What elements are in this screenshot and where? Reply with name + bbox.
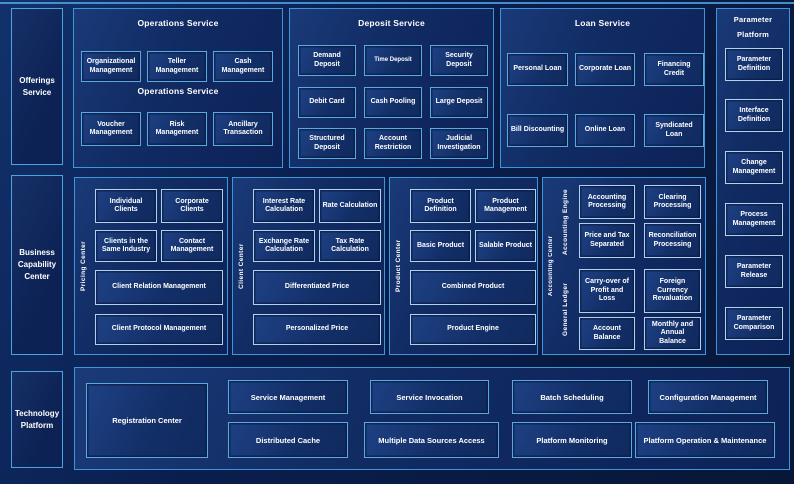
pricing-center-section: Pricing Center Individual Clients Corpor…	[74, 177, 228, 355]
loan-service-title: Loan Service	[574, 18, 631, 28]
box-personal-loan: Personal Loan	[507, 53, 568, 86]
box-contact-management: Contact Management	[161, 230, 223, 262]
general-ledger-vlabel: General Ledger	[561, 282, 569, 337]
box-distributed-cache: Distributed Cache	[228, 422, 348, 458]
box-corporate-clients: Corporate Clients	[161, 189, 223, 223]
pricing-center-vlabel: Pricing Center	[79, 240, 87, 292]
box-process-management: Process Management	[725, 203, 783, 236]
box-carry-over-profit-loss: Carry-over of Profit and Loss	[579, 269, 635, 313]
box-structured-deposit: Structured Deposit	[298, 128, 356, 159]
deposit-service-title: Deposit Service	[358, 18, 425, 28]
box-security-deposit: Security Deposit	[430, 45, 488, 76]
box-debit-card: Debit Card	[298, 87, 356, 118]
box-demand-deposit: Demand Deposit	[298, 45, 356, 76]
box-time-deposit: Time Deposit	[364, 45, 422, 76]
box-service-invocation: Service Invocation	[370, 380, 489, 414]
rail-offerings-label: Offerings Service	[19, 75, 55, 97]
client-center-section: Client Center Interest Rate Calculation …	[232, 177, 385, 355]
box-batch-scheduling: Batch Scheduling	[512, 380, 632, 414]
box-parameter-definition: Parameter Definition	[725, 48, 783, 81]
box-client-protocol-management: Client Protocol Management	[95, 314, 223, 345]
box-risk-management: Risk Management	[147, 112, 207, 146]
box-price-and-tax-separated: Price and Tax Separated	[579, 223, 635, 258]
box-parameter-comparison: Parameter Comparison	[725, 307, 783, 340]
box-ancillary-transaction: Ancillary Transaction	[213, 112, 273, 146]
client-center-vlabel: Client Center	[237, 243, 245, 289]
box-cash-pooling: Cash Pooling	[364, 87, 422, 118]
box-rate-calculation: Rate Calculation	[319, 189, 381, 223]
accounting-center-section: Accounting Center Accounting Engine Acco…	[542, 177, 706, 355]
box-large-deposit: Large Deposit	[430, 87, 488, 118]
box-personalized-price: Personalized Price	[253, 314, 381, 345]
box-parameter-release: Parameter Release	[725, 255, 783, 288]
parameter-platform-title-line2: Platform	[736, 30, 770, 39]
product-center-section: Product Center Product Definition Produc…	[389, 177, 538, 355]
box-tax-rate-calculation: Tax Rate Calculation	[319, 230, 381, 262]
box-change-management: Change Management	[725, 151, 783, 184]
box-interest-rate-calculation: Interest Rate Calculation	[253, 189, 315, 223]
rail-technology-label: Technology Platform	[14, 408, 60, 430]
box-corporate-loan: Corporate Loan	[575, 53, 635, 86]
box-cash-management: Cash Management	[213, 51, 273, 82]
rail-business-label: Business Capability Center	[17, 248, 57, 281]
box-account-balance: Account Balance	[579, 317, 635, 350]
box-financing-credit: Financing Credit	[644, 53, 704, 86]
operations-service-title: Operations Service	[137, 18, 219, 28]
box-registration-center: Registration Center	[86, 383, 208, 458]
box-teller-management: Teller Management	[147, 51, 207, 82]
box-product-definition: Product Definition	[410, 189, 471, 223]
box-service-management: Service Management	[228, 380, 348, 414]
box-voucher-management: Voucher Management	[81, 112, 141, 146]
parameter-platform-container: Parameter Platform Parameter Definition …	[716, 8, 790, 355]
parameter-platform-title-line1: Parameter	[733, 15, 773, 24]
box-multiple-data-sources-access: Multiple Data Sources Access	[364, 422, 499, 458]
accounting-center-vlabel: Accounting Center	[548, 235, 554, 297]
box-client-relation-management: Client Relation Management	[95, 270, 223, 305]
box-product-engine: Product Engine	[410, 314, 536, 345]
operations-service-container: Operations Service Organizational Manage…	[73, 8, 283, 168]
box-accounting-processing: Accounting Processing	[579, 185, 635, 219]
box-basic-product: Basic Product	[410, 230, 471, 262]
box-platform-operation-maintenance: Platform Operation & Maintenance	[635, 422, 775, 458]
box-reconciliation-processing: Reconciliation Processing	[644, 223, 701, 258]
box-configuration-management: Configuration Management	[648, 380, 768, 414]
box-interface-definition: Interface Definition	[725, 99, 783, 132]
box-account-restriction: Account Restriction	[364, 128, 422, 159]
box-salable-product: Salable Product	[475, 230, 536, 262]
box-individual-clients: Individual Clients	[95, 189, 157, 223]
operations-service-mid-title: Operations Service	[137, 86, 219, 96]
box-bill-discounting: Bill Discounting	[507, 114, 568, 147]
loan-service-container: Loan Service Personal Loan Corporate Loa…	[500, 8, 705, 168]
product-center-vlabel: Product Center	[394, 239, 402, 293]
box-organizational-management: Organizational Management	[81, 51, 141, 82]
box-clients-same-industry: Clients in the Same Industry	[95, 230, 157, 262]
top-border-line	[0, 2, 794, 4]
rail-offerings-service: Offerings Service	[11, 8, 63, 165]
box-online-loan: Online Loan	[575, 114, 635, 147]
rail-technology-platform: Technology Platform	[11, 371, 63, 468]
box-monthly-annual-balance: Monthly and Annual Balance	[644, 317, 701, 350]
technology-platform-container: Registration Center Service Management S…	[74, 367, 790, 470]
accounting-engine-vlabel: Accounting Engine	[561, 188, 569, 255]
box-judicial-investigation: Judicial Investigation	[430, 128, 488, 159]
box-exchange-rate-calculation: Exchange Rate Calculation	[253, 230, 315, 262]
deposit-service-container: Deposit Service Demand Deposit Time Depo…	[289, 8, 494, 168]
box-product-management: Product Management	[475, 189, 536, 223]
box-foreign-currency-revaluation: Foreign Currency Revaluation	[644, 269, 701, 313]
box-syndicated-loan: Syndicated Loan	[644, 114, 704, 147]
box-differentiated-price: Differentiated Price	[253, 270, 381, 305]
box-combined-product: Combined Product	[410, 270, 536, 305]
box-platform-monitoring: Platform Monitoring	[512, 422, 632, 458]
rail-business-capability-center: Business Capability Center	[11, 175, 63, 355]
box-clearing-processing: Clearing Processing	[644, 185, 701, 219]
